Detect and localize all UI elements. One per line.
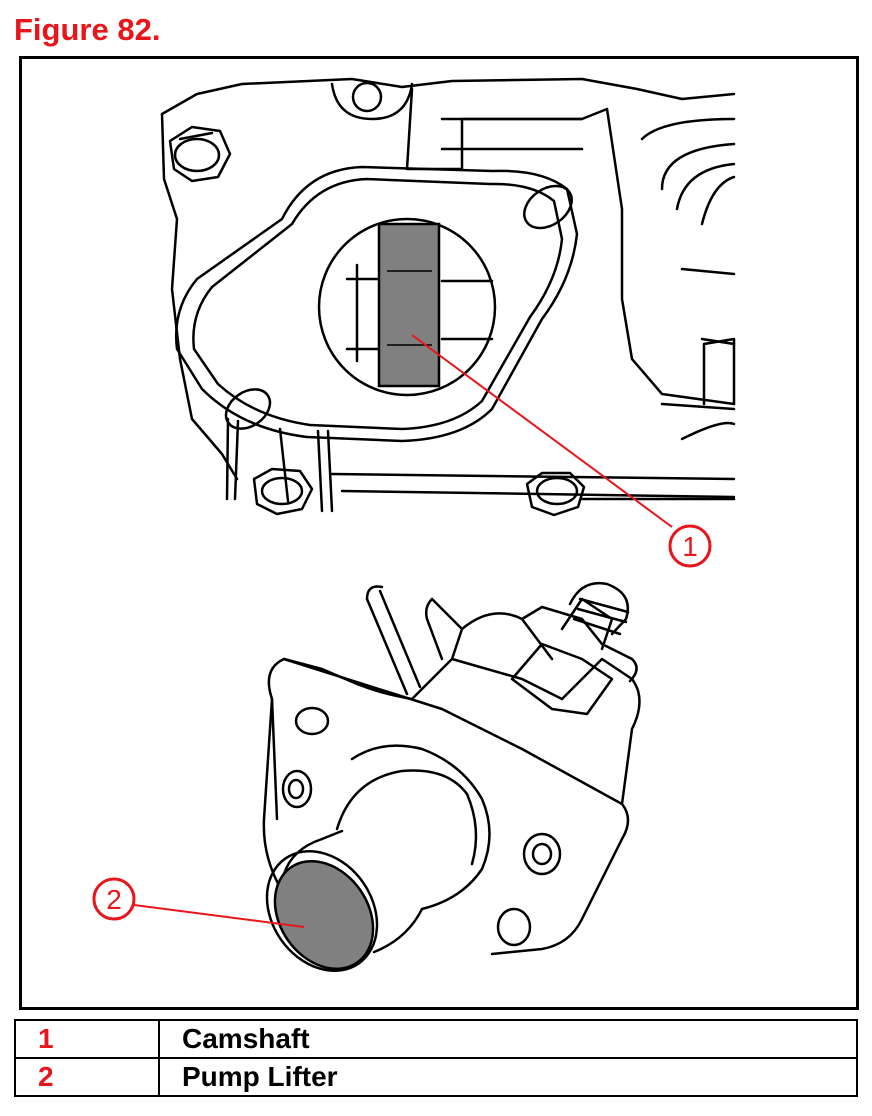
callout-1: 1 bbox=[411, 334, 712, 568]
pump-lifter-highlight bbox=[265, 849, 379, 973]
bolt-icon bbox=[525, 471, 586, 517]
bolt-icon bbox=[252, 467, 314, 516]
control-rack-pin bbox=[365, 585, 422, 696]
legend-row: 2 Pump Lifter bbox=[14, 1057, 858, 1097]
callout-marker-1 bbox=[668, 524, 712, 568]
callout-number-1: 1 bbox=[682, 531, 698, 562]
legend-label: Camshaft bbox=[158, 1019, 858, 1059]
bolt-icon bbox=[168, 125, 232, 183]
figure-title: Figure 82. bbox=[14, 12, 161, 47]
legend-number: 2 bbox=[14, 1057, 160, 1097]
legend-row: 1 Camshaft bbox=[14, 1019, 858, 1059]
engine-illustration: 1 2 bbox=[92, 77, 736, 973]
bore-detail bbox=[345, 277, 382, 351]
mounting-flange bbox=[175, 165, 579, 513]
engine-block-outline bbox=[160, 77, 736, 501]
lifter-sleeve bbox=[282, 769, 478, 954]
legend-number: 1 bbox=[14, 1019, 160, 1059]
callout-2: 2 bbox=[92, 877, 305, 928]
legend-table: 1 Camshaft 2 Pump Lifter bbox=[14, 1019, 858, 1097]
callout-number-2: 2 bbox=[106, 884, 122, 915]
callout-marker-2 bbox=[92, 877, 136, 921]
camshaft-highlight bbox=[377, 222, 441, 388]
legend-label: Pump Lifter bbox=[158, 1057, 858, 1097]
bore-opening bbox=[317, 217, 497, 397]
figure-illustration-frame: 1 2 bbox=[19, 56, 859, 1010]
delivery-valve-fitting bbox=[510, 581, 638, 716]
